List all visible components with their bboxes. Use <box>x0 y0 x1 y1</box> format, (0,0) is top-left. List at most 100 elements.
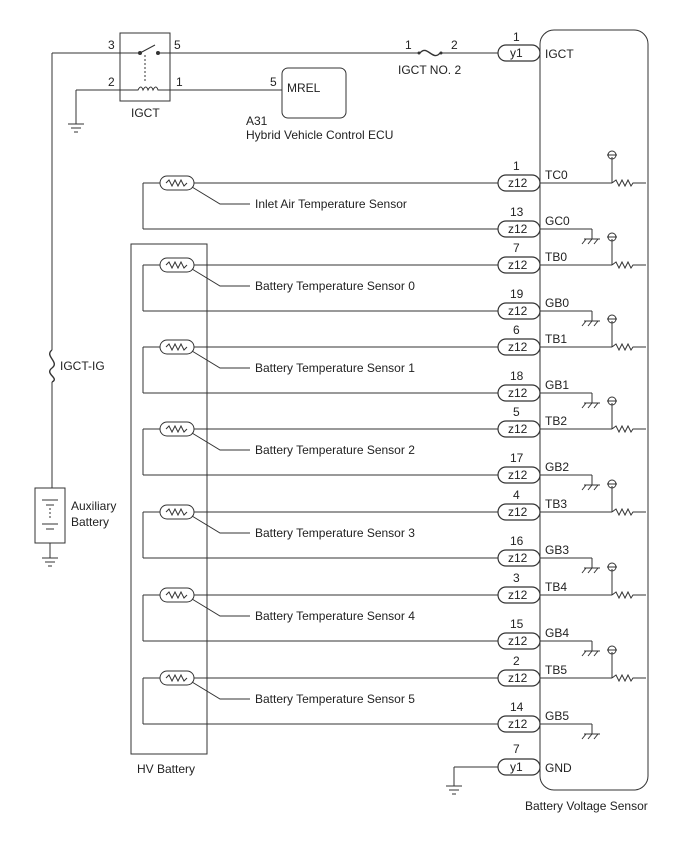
connector-y1-gnd <box>497 758 541 776</box>
ground-icon-hatch <box>587 402 593 409</box>
terminal-label: TB1 <box>545 332 567 346</box>
terminal-label: GB5 <box>545 709 569 723</box>
pin-number: 1 <box>513 159 520 173</box>
thermistor-zigzag <box>165 342 188 352</box>
terminal-label: GB3 <box>545 543 569 557</box>
ecu-box <box>281 67 347 119</box>
fuse-igct-ig-icon <box>49 349 55 383</box>
connector-y1-igct <box>497 44 541 62</box>
battery-voltage-sensor-box <box>539 29 649 791</box>
fuse-igct2-label: IGCT NO. 2 <box>398 63 461 77</box>
pin-number: 3 <box>513 571 520 585</box>
ground-icon-hatch <box>587 650 593 657</box>
connector-y1-gnd-label: y1 <box>510 760 523 774</box>
connector-label: z12 <box>508 634 528 648</box>
resistor-icon <box>611 507 646 517</box>
sensor-name: Battery Temperature Sensor 5 <box>255 692 415 706</box>
connector-label: z12 <box>508 468 528 482</box>
connector-label: z12 <box>508 588 528 602</box>
relay-pin-1: 1 <box>176 75 183 89</box>
aux-battery-line2: Battery <box>71 515 109 529</box>
terminal-label: TB2 <box>545 414 567 428</box>
connector-label: z12 <box>508 505 528 519</box>
sensor-pairs: Inlet Air Temperature Sensorz121TC0z1213… <box>142 150 646 740</box>
relay-switch-blade <box>139 44 156 54</box>
terminal-label: GB1 <box>545 378 569 392</box>
connector-y1-igct-label: y1 <box>510 46 523 60</box>
sensor-name: Inlet Air Temperature Sensor <box>255 197 407 211</box>
hv-battery-box <box>130 243 208 755</box>
ground-icon-hatch <box>581 402 587 409</box>
connector-label: z12 <box>508 386 528 400</box>
resistor-icon <box>611 178 646 188</box>
pin-number: 17 <box>510 451 524 465</box>
resistor-icon <box>611 590 646 600</box>
ground-icon-hatch <box>587 320 593 327</box>
connector-label: z12 <box>508 551 528 565</box>
ground-icon <box>68 123 84 133</box>
thermistor-zigzag <box>165 590 188 600</box>
ecu-terminal: MREL <box>287 81 321 95</box>
connector-label: z12 <box>508 717 528 731</box>
igct-terminal: IGCT <box>545 47 574 61</box>
ecu-name: Hybrid Vehicle Control ECU <box>246 128 393 142</box>
aux-battery-box <box>34 487 66 544</box>
ground-icon-hatch <box>587 238 593 245</box>
fuse-igct2-pin-left: 1 <box>405 38 412 52</box>
ground-icon-hatch <box>593 320 599 327</box>
fuse-igct2-icon <box>419 49 441 57</box>
ground-icon-hatch <box>581 484 587 491</box>
relay-coil-icon <box>130 86 160 92</box>
connector-label: z12 <box>508 304 528 318</box>
sensor-box-label: Battery Voltage Sensor <box>525 799 648 813</box>
relay-pin-2: 2 <box>108 75 115 89</box>
pin-number: 2 <box>513 654 520 668</box>
gnd-terminal: GND <box>545 761 572 775</box>
ground-icon-hatch <box>581 238 587 245</box>
gnd-pin: 7 <box>513 742 520 756</box>
pin-number: 15 <box>510 617 524 631</box>
ground-icon-hatch <box>593 238 599 245</box>
ground-icon-hatch <box>587 733 593 740</box>
aux-battery-line1: Auxiliary <box>71 499 116 513</box>
terminal-label: GB4 <box>545 626 569 640</box>
ground-icon-hatch <box>587 567 593 574</box>
resistor-icon <box>611 424 646 434</box>
connector-label: z12 <box>508 258 528 272</box>
ground-icon-hatch <box>593 650 599 657</box>
pin-number: 14 <box>510 700 524 714</box>
ground-icon-hatch <box>581 320 587 327</box>
pin-number: 6 <box>513 323 520 337</box>
sensor-leader-line <box>191 268 250 287</box>
battery-icon <box>42 499 58 530</box>
ground-icon-hatch <box>581 650 587 657</box>
igct-pin: 1 <box>513 30 520 44</box>
ground-icon-hatch <box>587 484 593 491</box>
relay-pin-3: 3 <box>108 38 115 52</box>
ground-icon-hatch <box>593 567 599 574</box>
pin-number: 18 <box>510 369 524 383</box>
thermistor-zigzag <box>165 178 188 188</box>
pin-number: 5 <box>513 405 520 419</box>
terminal-label: GB2 <box>545 460 569 474</box>
resistor-icon <box>611 260 646 270</box>
ground-icon-hatch <box>581 567 587 574</box>
pin-number: 16 <box>510 534 524 548</box>
sensor-name: Battery Temperature Sensor 1 <box>255 361 415 375</box>
resistor-icon <box>611 342 646 352</box>
thermistor-zigzag <box>165 673 188 683</box>
thermistor-zigzag <box>165 260 188 270</box>
sensor-leader-line <box>191 681 250 700</box>
terminal-label: TB5 <box>545 663 567 677</box>
sensor-name: Battery Temperature Sensor 2 <box>255 443 415 457</box>
pin-number: 19 <box>510 287 524 301</box>
terminal-label: TB0 <box>545 250 567 264</box>
ground-icon-hatch <box>593 484 599 491</box>
terminal-label: TB4 <box>545 580 567 594</box>
fuse-igct-ig-label: IGCT-IG <box>60 359 105 373</box>
pin-number: 13 <box>510 205 524 219</box>
relay-pin-5: 5 <box>174 38 181 52</box>
hv-battery-label: HV Battery <box>137 762 195 776</box>
terminal-label: GB0 <box>545 296 569 310</box>
